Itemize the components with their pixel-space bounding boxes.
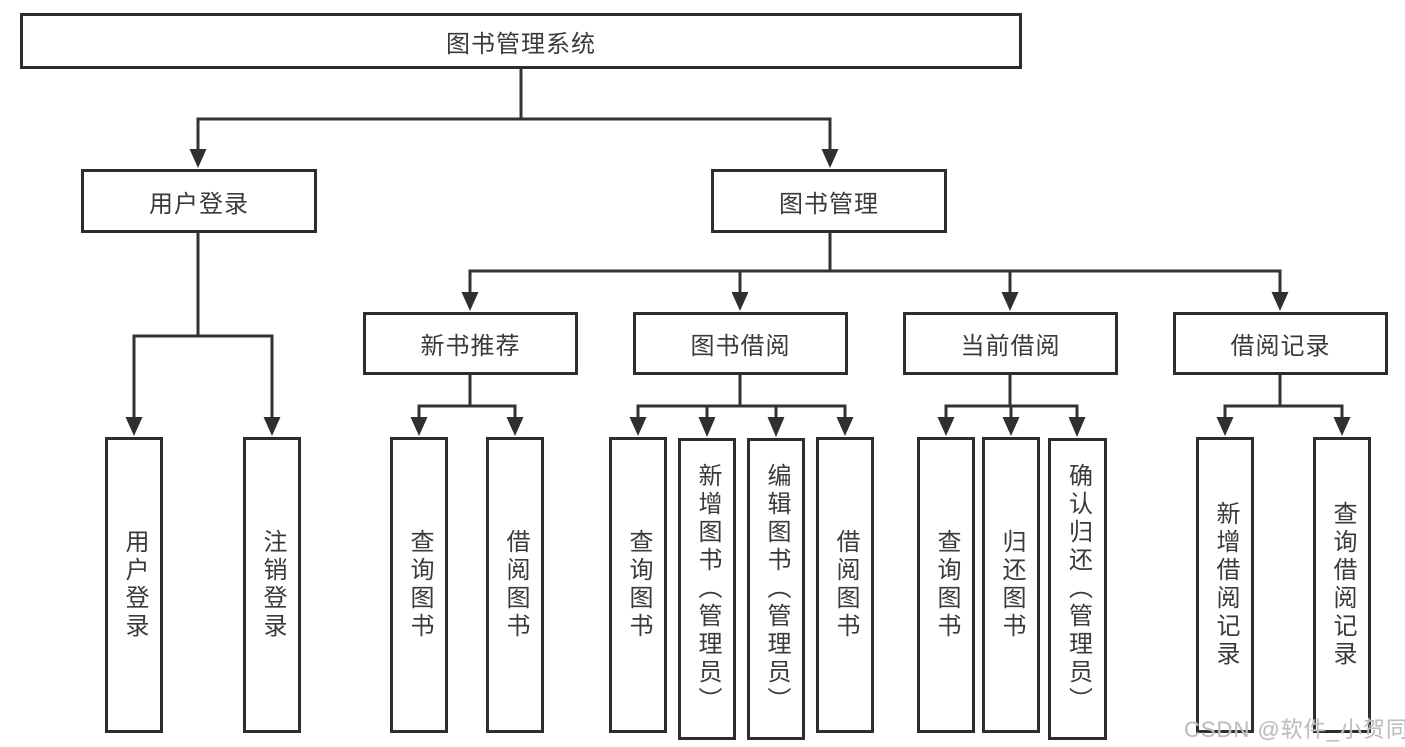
node-book-management: 图书管理 <box>711 169 947 233</box>
leaf-edit-book-admin: 编辑图书（管理员） <box>747 438 805 740</box>
leaf-query-books-recommend: 查询图书 <box>390 437 448 733</box>
node-label: 图书管理 <box>779 190 879 218</box>
node-label: 查询图书 <box>933 529 960 641</box>
node-borrowing-records: 借阅记录 <box>1173 312 1388 375</box>
node-label: 用户登录 <box>121 529 148 641</box>
arrowheads <box>125 149 1351 437</box>
leaf-query-books-current: 查询图书 <box>917 437 975 733</box>
node-label: 查询图书 <box>625 529 652 641</box>
node-current-borrowing: 当前借阅 <box>903 312 1118 375</box>
node-label: 新增借阅记录 <box>1212 501 1239 669</box>
node-label: 当前借阅 <box>960 333 1061 360</box>
node-label: 新增图书（管理员） <box>694 463 721 715</box>
leaf-borrow-books-borrowing: 借阅图书 <box>816 437 874 733</box>
leaf-return-books: 归还图书 <box>982 437 1040 733</box>
node-label: 借阅记录 <box>1230 333 1331 360</box>
node-label: 借阅图书 <box>502 529 529 641</box>
node-label: 用户登录 <box>149 190 249 218</box>
leaf-query-books-borrowing: 查询图书 <box>609 437 667 733</box>
csdn-watermark: CSDN @软件_小贺同学 <box>1184 717 1405 742</box>
node-book-borrowing: 图书借阅 <box>633 312 848 375</box>
node-label: 查询借阅记录 <box>1329 501 1356 669</box>
node-label: 查询图书 <box>406 529 433 641</box>
leaf-logout: 注销登录 <box>243 437 301 733</box>
node-label: 新书推荐 <box>420 333 521 360</box>
node-library-management-system: 图书管理系统 <box>20 13 1022 69</box>
node-label: 注销登录 <box>259 529 286 641</box>
leaf-confirm-return-admin: 确认归还（管理员） <box>1048 438 1107 740</box>
leaf-query-borrow-record: 查询借阅记录 <box>1313 437 1371 733</box>
leaf-add-borrow-record: 新增借阅记录 <box>1196 437 1254 733</box>
node-label: 编辑图书（管理员） <box>763 463 790 715</box>
node-new-book-recommendation: 新书推荐 <box>363 312 578 375</box>
node-label: 确认归还（管理员） <box>1064 463 1092 715</box>
node-user-login: 用户登录 <box>81 169 317 233</box>
node-label: 图书管理系统 <box>446 30 596 58</box>
leaf-borrow-books-recommend: 借阅图书 <box>486 437 544 733</box>
node-label: 图书借阅 <box>690 333 791 360</box>
leaf-add-book-admin: 新增图书（管理员） <box>678 438 736 740</box>
leaf-user-login: 用户登录 <box>105 437 163 733</box>
node-label: 归还图书 <box>998 529 1025 641</box>
node-label: 借阅图书 <box>832 529 859 641</box>
